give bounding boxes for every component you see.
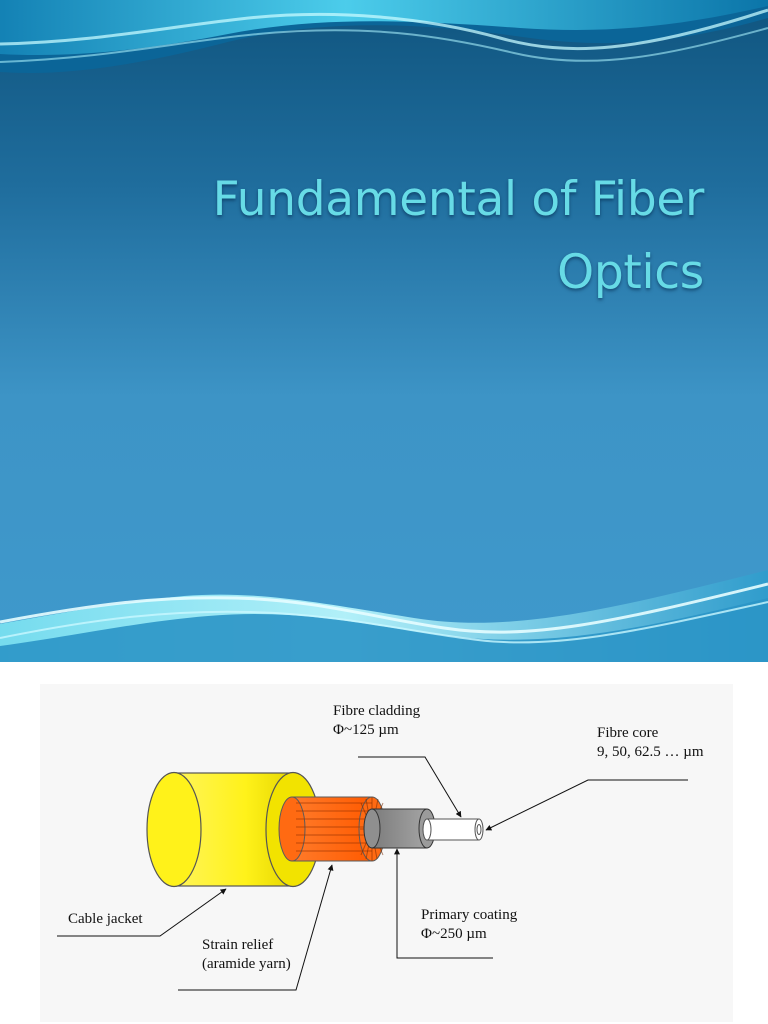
primary-coating-diameter: Φ~250 µm — [421, 926, 487, 942]
cable-jacket-leader-line — [57, 888, 227, 937]
fibre-cladding-name: Fibre cladding — [333, 703, 421, 719]
strain-relief-name: Strain relief — [202, 937, 274, 953]
fiber-cable-diagram: Fibre cladding Φ~125 µm Fibre core 9, 50… — [40, 684, 733, 1022]
cable-jacket-name: Cable jacket — [68, 911, 143, 927]
slide-title: Fundamental of Fiber Optics — [84, 163, 705, 309]
primary-coating-label: Primary coating Φ~250 µm — [421, 906, 517, 944]
bottom-wave-blue — [0, 598, 768, 662]
fibre-cladding — [422, 818, 484, 841]
strain-relief-label: Strain relief (aramide yarn) — [202, 936, 291, 974]
fibre-core-name: Fibre core — [597, 725, 659, 741]
primary-coating-name: Primary coating — [421, 907, 518, 923]
title-slide: Fundamental of Fiber Optics — [0, 0, 768, 662]
fibre-core-label: Fibre core 9, 50, 62.5 … µm — [597, 724, 704, 762]
fibre-cladding-label: Fibre cladding Φ~125 µm — [333, 702, 420, 740]
cable-jacket-label: Cable jacket — [68, 910, 143, 929]
fibre-cladding-leader-line — [358, 756, 462, 818]
fibre-cladding-diameter: Φ~125 µm — [333, 722, 399, 738]
fibre-core-leader-line — [485, 779, 688, 831]
fibre-core — [476, 824, 482, 835]
strain-relief-leader-line — [178, 864, 334, 991]
top-wave-highlight — [0, 8, 768, 51]
top-wave-bright — [0, 0, 768, 56]
top-wave-highlight-thin — [0, 27, 768, 63]
primary-coating-leader-line — [394, 848, 493, 959]
fiber-cable-diagram-svg — [57, 756, 688, 991]
callout-lines — [57, 756, 688, 991]
slide-title-line-1: Fundamental of Fiber — [212, 172, 705, 228]
bottom-wave-highlight-thin — [0, 601, 768, 644]
slide-title-line-2: Optics — [557, 245, 704, 301]
strain-relief-material: (aramide yarn) — [202, 956, 291, 972]
slide-background-overlay — [0, 0, 768, 662]
fibre-core-sizes: 9, 50, 62.5 … µm — [597, 744, 704, 760]
bottom-wave-highlight — [0, 582, 768, 634]
slide-wave-decoration — [0, 0, 768, 662]
